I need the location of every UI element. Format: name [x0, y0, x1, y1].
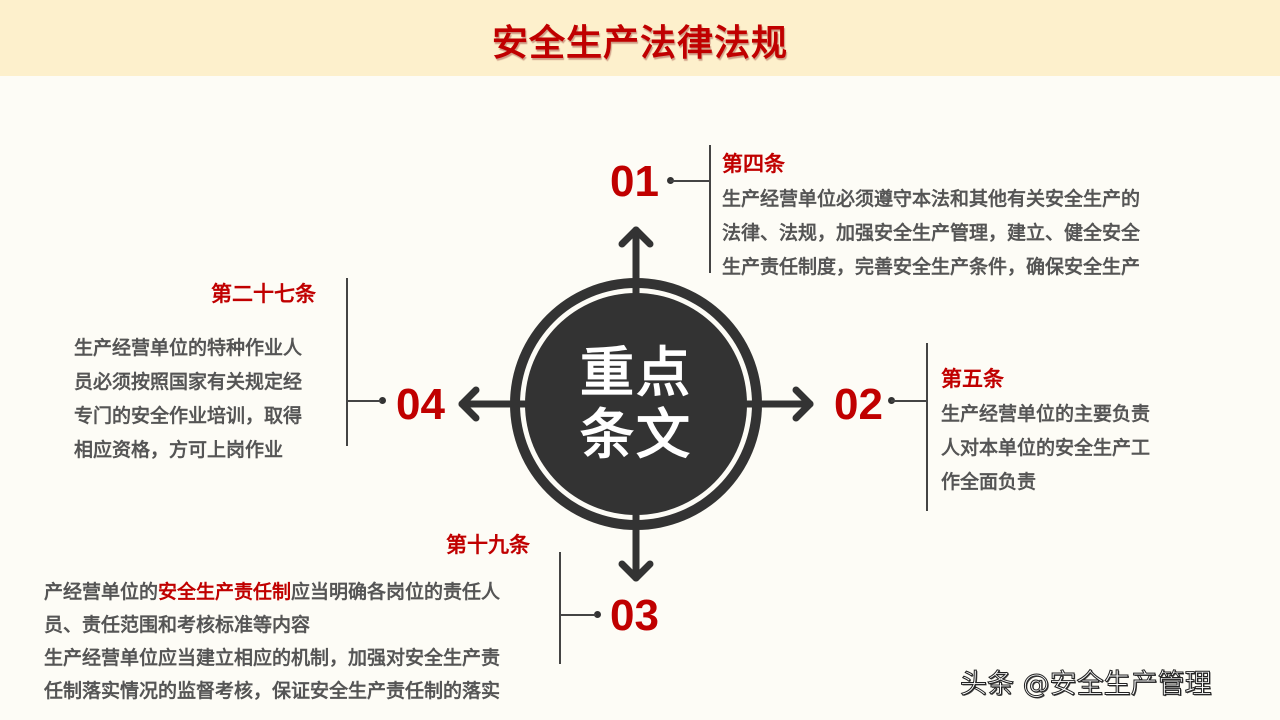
- article-body-04: 生产经营单位的特种作业人 员必须按照国家有关规定经 专门的安全作业培训，取得 相…: [74, 331, 302, 467]
- body-line: 生产经营单位的特种作业人: [74, 337, 303, 359]
- page-title: 安全生产法律法规: [491, 23, 788, 64]
- article-title-04: 第二十七条: [211, 282, 316, 306]
- item-number-02: 02: [834, 380, 883, 429]
- body-line: 员、责任范围和考核标准等内容: [44, 614, 311, 636]
- center-label-line1: 重点: [580, 341, 692, 404]
- connector-dot: [594, 611, 601, 618]
- center-label: 重点 条文: [566, 342, 706, 466]
- divider-line: [346, 278, 348, 446]
- body-line: 生产经营单位必须遵守本法和其他有关安全生产的: [722, 188, 1141, 210]
- body-line: 生产责任制度，完善安全生产条件，确保安全生产: [722, 256, 1141, 278]
- article-body-02: 生产经营单位的主要负责 人对本单位的安全生产工 作全面负责: [941, 397, 1150, 499]
- body-line: 法律、法规，加强安全生产管理，建立、健全安全: [722, 222, 1141, 244]
- inner-disc: [525, 293, 747, 515]
- body-line: 人对本单位的安全生产工: [941, 437, 1151, 459]
- connector-line: [670, 180, 710, 182]
- article-body-01: 生产经营单位必须遵守本法和其他有关安全生产的 法律、法规，加强安全生产管理，建立…: [722, 182, 1140, 284]
- connector-line: [891, 400, 927, 402]
- highlight-text: 安全生产责任制: [158, 581, 292, 603]
- body-line: 生产经营单位应当建立相应的机制，加强对安全生产责: [44, 647, 501, 669]
- body-line: 相应资格，方可上岗作业: [74, 439, 284, 461]
- divider-line: [709, 145, 711, 273]
- article-title-01: 第四条: [722, 152, 785, 176]
- body-line: 作全面负责: [941, 471, 1037, 493]
- article-title-02: 第五条: [941, 367, 1004, 391]
- article-title-03: 第十九条: [446, 533, 530, 557]
- center-label-line2: 条文: [580, 403, 692, 466]
- body-line: 生产经营单位的主要负责: [941, 403, 1151, 425]
- body-line: 员必须按照国家有关规定经: [74, 371, 303, 393]
- connector-line: [560, 614, 596, 616]
- item-number-01: 01: [610, 157, 659, 206]
- article-body-03: 产经营单位的安全生产责任制应当明确各岗位的责任人 员、责任范围和考核标准等内容 …: [44, 576, 500, 708]
- watermark: 头条 @安全生产管理: [960, 669, 1213, 701]
- connector-line: [347, 400, 381, 402]
- item-number-04: 04: [396, 380, 445, 429]
- connector-dot: [379, 397, 386, 404]
- item-number-03: 03: [610, 591, 659, 640]
- body-text: 产经营单位的: [44, 581, 159, 603]
- body-text: 应当明确各岗位的责任人: [291, 581, 501, 603]
- body-line: 产经营单位的安全生产责任制应当明确各岗位的责任人: [44, 576, 500, 609]
- divider-line: [926, 343, 928, 511]
- divider-line: [559, 552, 561, 664]
- header-banner: 安全生产法律法规: [0, 0, 1280, 76]
- body-line: 任制落实情况的监督考核，保证安全生产责任制的落实: [44, 680, 501, 702]
- body-line: 专门的安全作业培训，取得: [74, 405, 303, 427]
